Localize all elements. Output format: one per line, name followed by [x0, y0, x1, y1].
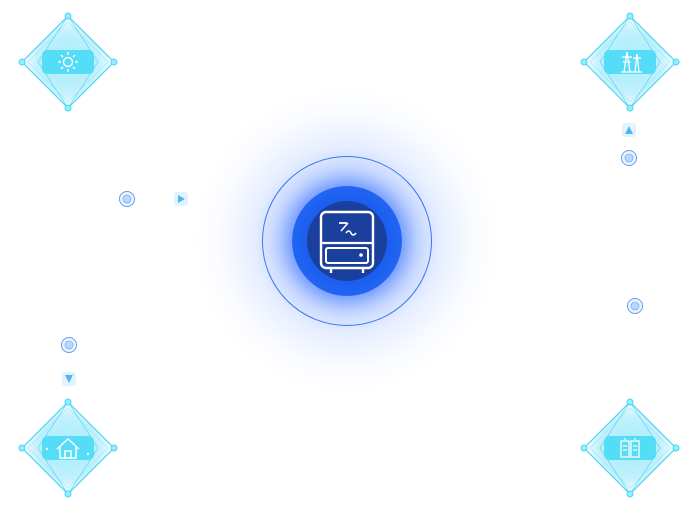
arrow-right-icon [174, 192, 188, 206]
battery-diamond [580, 398, 680, 498]
battery-node[interactable] [580, 398, 680, 498]
pv-flow-dot-icon [119, 191, 135, 207]
power-tower-icon [621, 51, 642, 73]
inverter-ring [262, 156, 432, 326]
grid-diamond [580, 12, 680, 112]
home-flow-dot-icon [61, 337, 77, 353]
house-icon [56, 437, 80, 459]
inverter-icon [319, 210, 375, 273]
grid-flow-dot-icon [621, 150, 637, 166]
grid-node[interactable] [580, 12, 680, 112]
arrow-down-icon [62, 372, 76, 386]
home-node[interactable] [18, 398, 118, 498]
arrow-up-icon [622, 123, 636, 137]
home-diamond [18, 398, 118, 498]
sun-icon [58, 52, 78, 72]
pv-node[interactable] [18, 12, 118, 112]
pv-diamond [18, 12, 118, 112]
battery-flow-dot-icon [627, 298, 643, 314]
battery-icon [620, 438, 640, 458]
